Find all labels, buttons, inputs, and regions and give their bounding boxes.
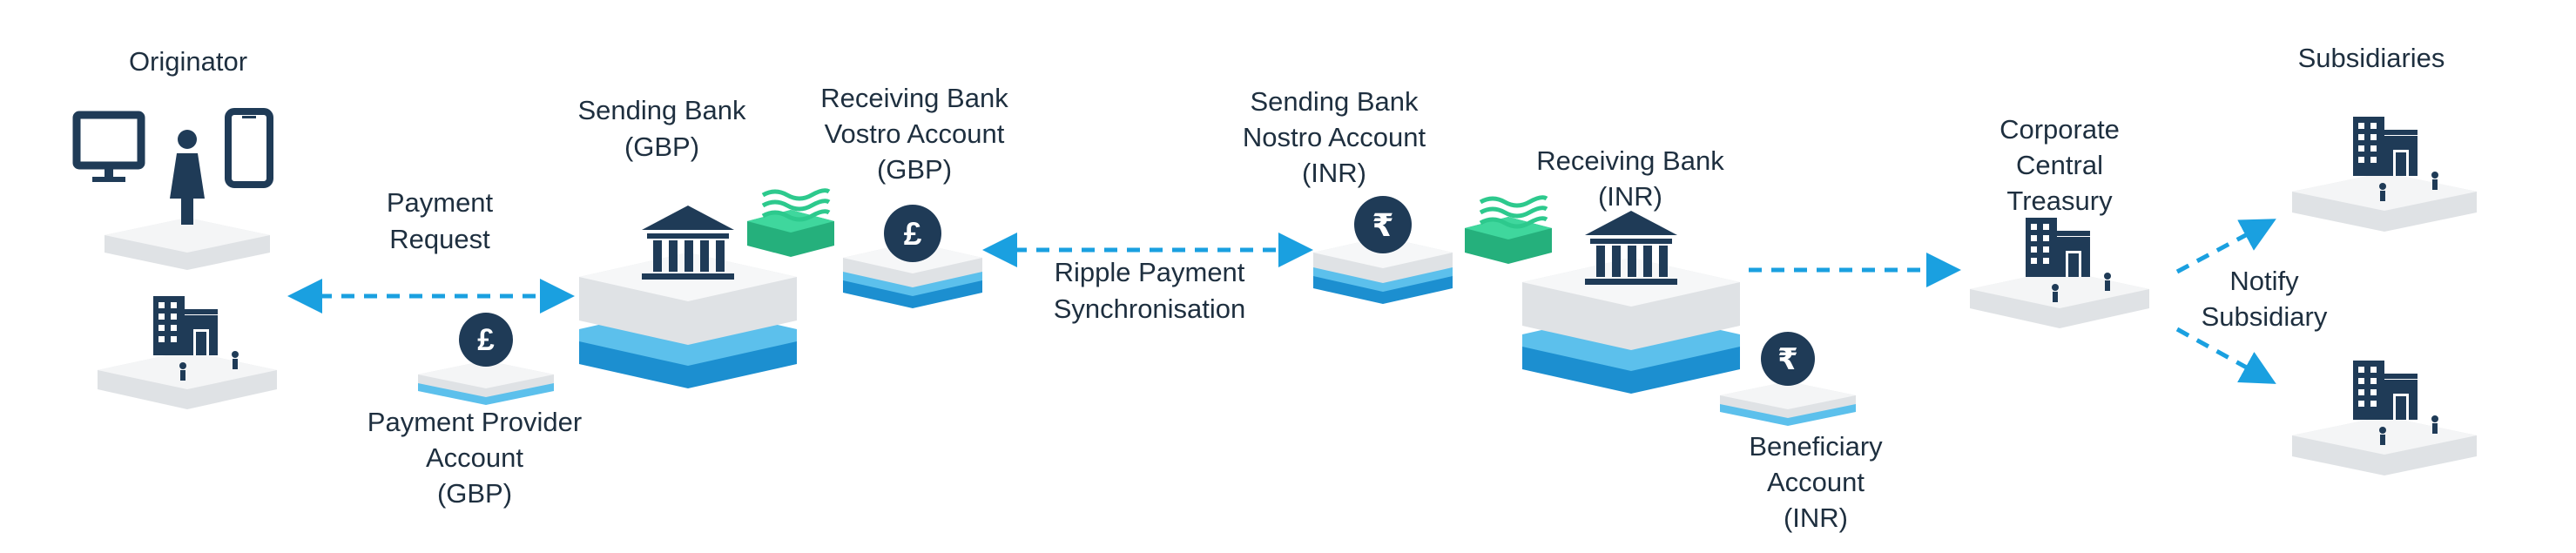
payment-provider-label-line2: Account — [425, 442, 524, 473]
rupee-symbol: ₹ — [1777, 342, 1798, 377]
nostro-label-line1: Sending Bank — [1250, 86, 1419, 117]
ripple-sync-label-line2: Synchronisation — [1053, 293, 1246, 324]
vostro-label-line1: Receiving Bank — [820, 83, 1008, 113]
rupee-coin-icon: ₹ — [1354, 196, 1412, 253]
bank-icon — [1585, 211, 1677, 285]
notify-arrow-upper — [2175, 219, 2276, 274]
subsidiaries-label: Subsidiaries — [2297, 43, 2445, 73]
sending-bank-label-line2: (GBP) — [624, 132, 700, 162]
subsidiary-platform-upper — [2292, 172, 2477, 232]
pound-symbol: £ — [904, 216, 922, 252]
beneficiary-label-line1: Beneficiary — [1749, 431, 1883, 462]
receiving-bank-platform — [1522, 258, 1740, 394]
originator-office-platform — [98, 351, 277, 409]
beneficiary-account-platform — [1720, 381, 1856, 426]
treasury-label-line3: Treasury — [2006, 185, 2113, 216]
nostro-account-platform — [1313, 237, 1453, 304]
sending-bank-label-line1: Sending Bank — [577, 95, 746, 125]
payment-provider-label-line1: Payment Provider — [367, 407, 583, 437]
office-building-icon — [2353, 361, 2438, 445]
office-building-icon — [2353, 117, 2438, 201]
office-building-icon — [153, 296, 239, 381]
treasury-platform — [1970, 270, 2149, 328]
rupee-symbol: ₹ — [1372, 208, 1393, 244]
pound-coin-icon: £ — [884, 205, 941, 262]
receiving-bank-label-line2: (INR) — [1597, 181, 1663, 212]
nostro-label-line3: (INR) — [1301, 158, 1367, 188]
pound-coin-icon: £ — [459, 313, 513, 367]
person-icon — [170, 130, 205, 225]
notify-arrow-lower — [2175, 327, 2276, 384]
treasury-label-line1: Corporate — [1999, 114, 2120, 145]
payment-provider-label-line3: (GBP) — [436, 478, 513, 509]
originator-label: Originator — [128, 46, 248, 77]
pound-symbol: £ — [477, 323, 495, 357]
office-building-icon — [2026, 218, 2111, 302]
receiving-bank-label-line1: Receiving Bank — [1536, 145, 1724, 176]
ripple-waves-icon — [1479, 195, 1548, 229]
beneficiary-label-line2: Account — [1766, 467, 1865, 497]
vostro-label-line3: (GBP) — [876, 154, 953, 185]
ripple-sync-label-line1: Ripple Payment — [1054, 257, 1245, 287]
vostro-label-line2: Vostro Account — [824, 118, 1005, 149]
nostro-label-line2: Nostro Account — [1242, 122, 1426, 152]
bank-icon — [642, 206, 734, 280]
beneficiary-label-line3: (INR) — [1783, 502, 1849, 533]
rupee-coin-icon: ₹ — [1761, 332, 1815, 386]
payment-request-label-line2: Request — [389, 224, 490, 254]
payment-request-label-line1: Payment — [386, 187, 494, 218]
notify-label-line1: Notify — [2229, 266, 2299, 296]
payment-provider-platform — [418, 361, 554, 405]
monitor-icon — [72, 111, 145, 182]
phone-icon — [225, 108, 273, 188]
ripple-waves-icon — [761, 188, 831, 222]
treasury-label-line2: Central — [2016, 150, 2103, 180]
subsidiary-platform-lower — [2292, 416, 2477, 475]
sending-bank-platform — [579, 253, 797, 388]
originator-device-platform — [105, 218, 270, 270]
notify-label-line2: Subsidiary — [2201, 301, 2328, 332]
